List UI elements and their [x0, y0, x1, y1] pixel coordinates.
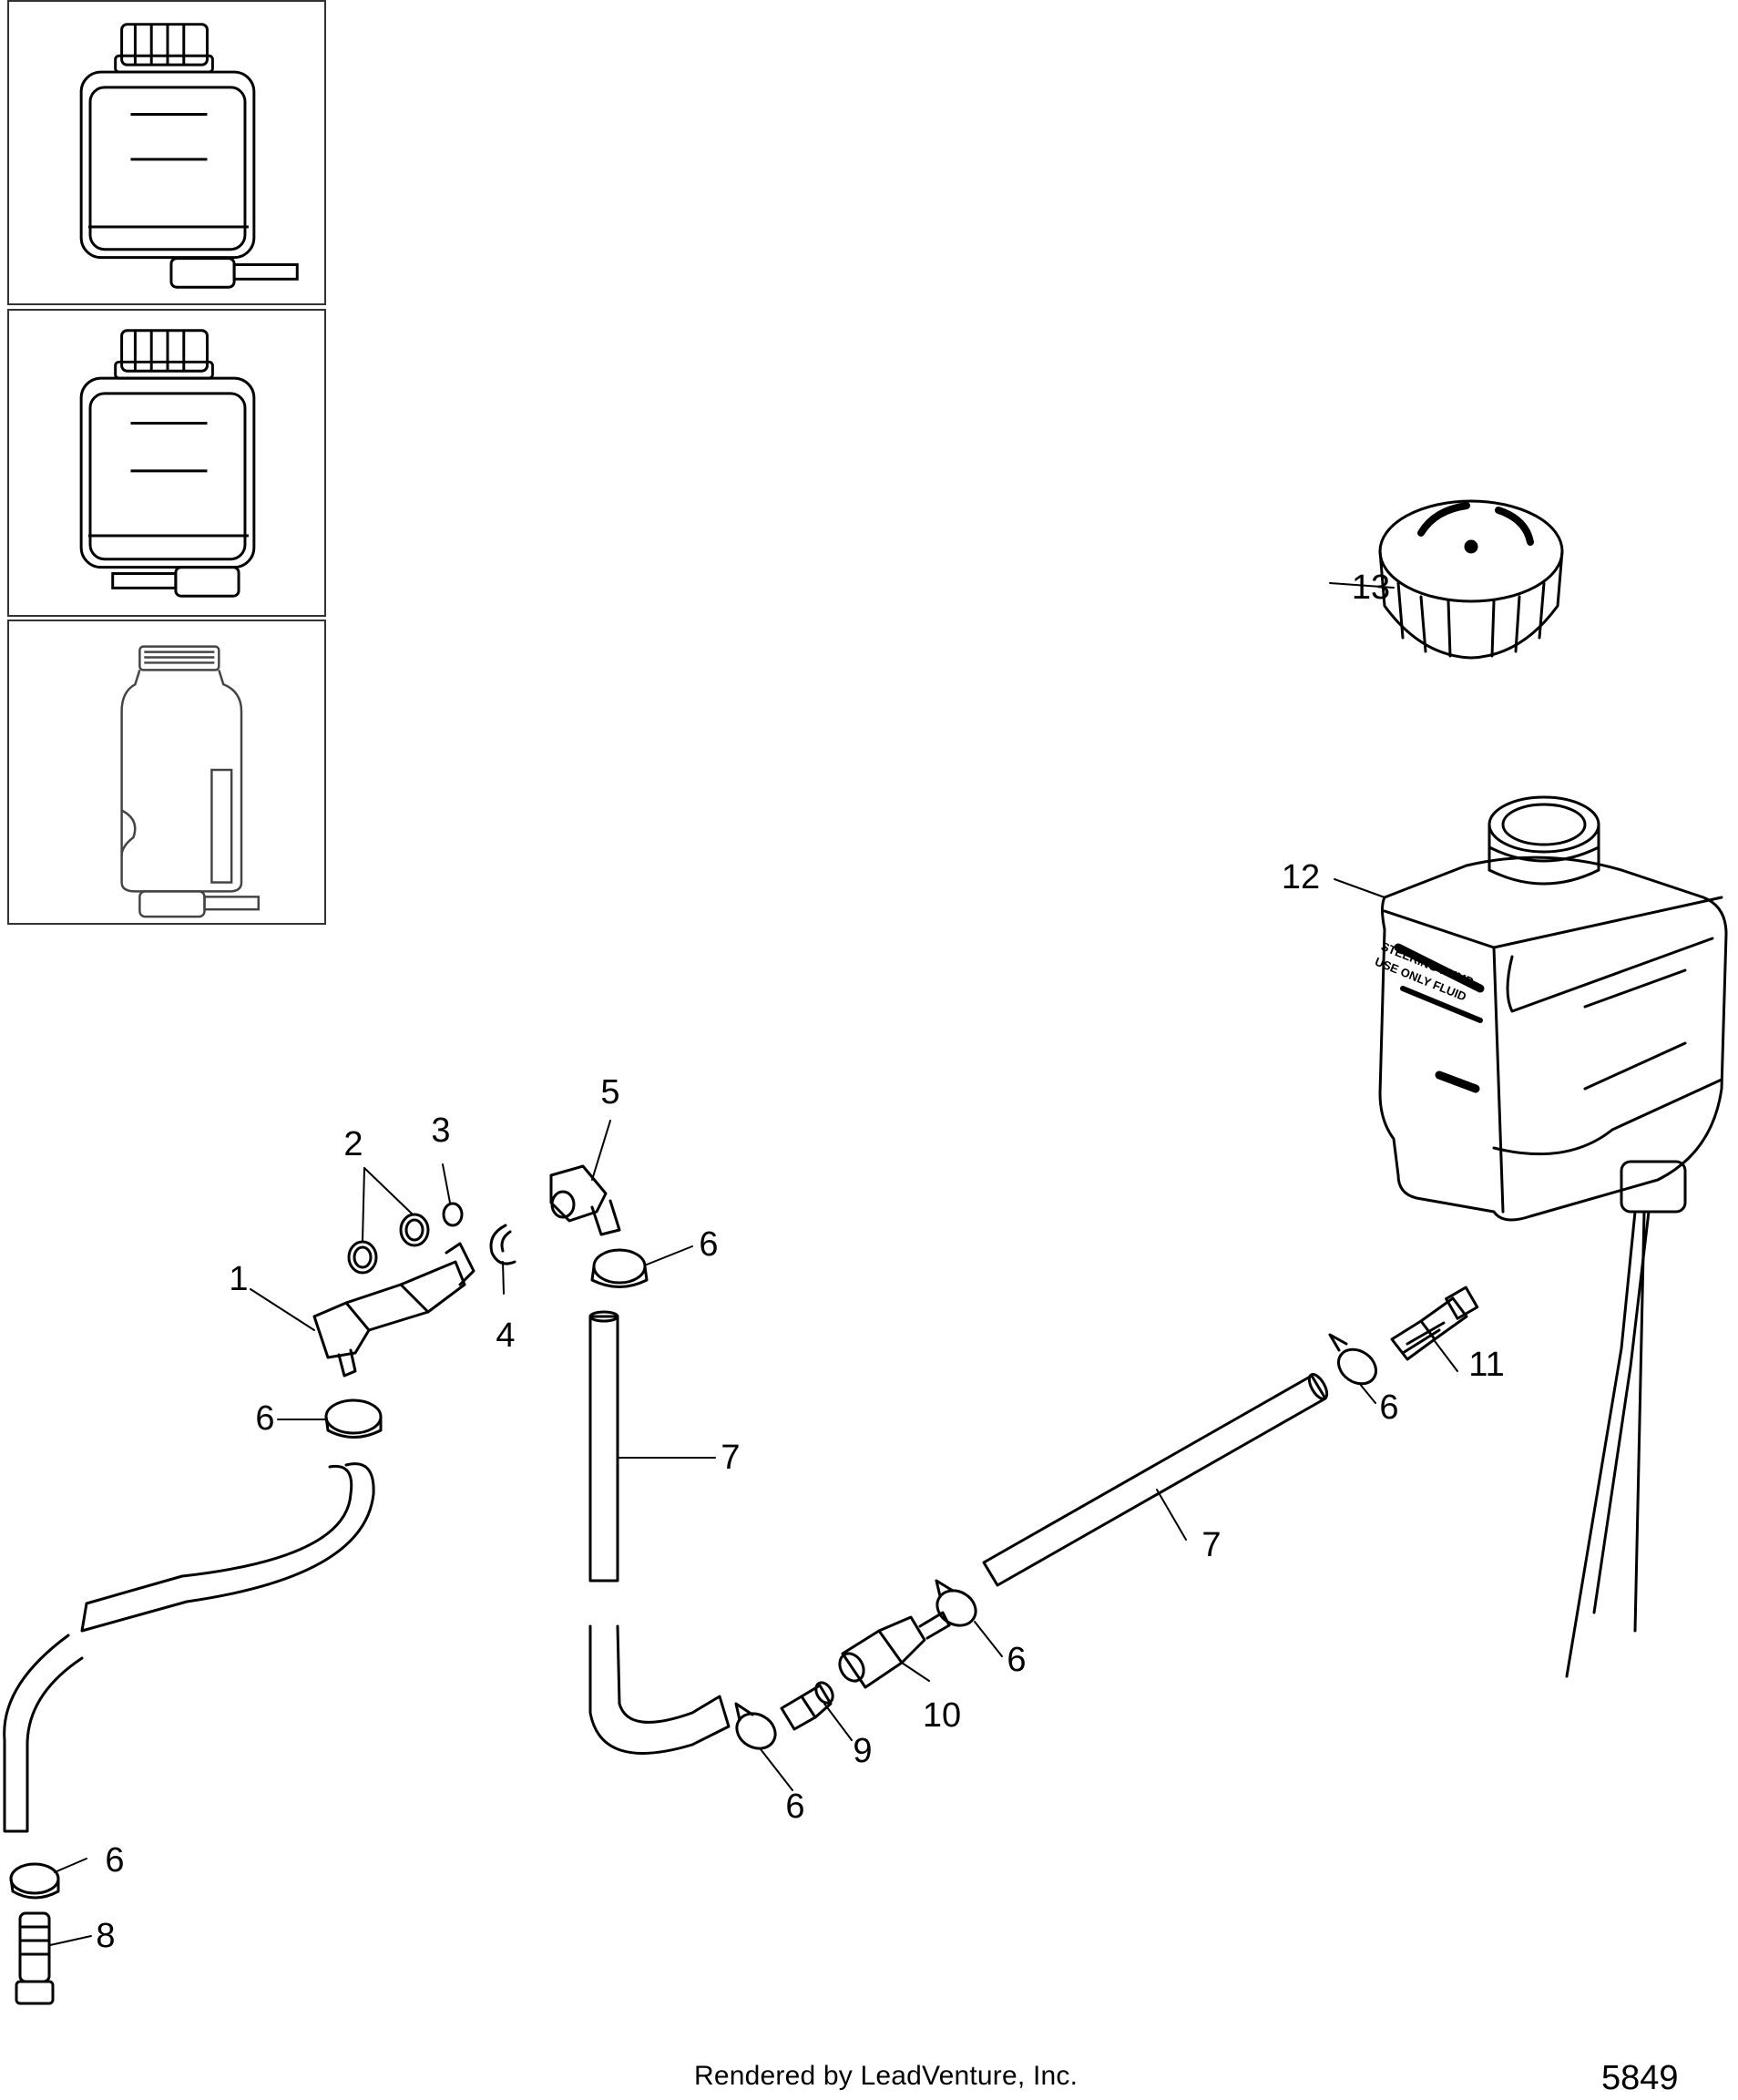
part-5-elbow-fitting [549, 1164, 621, 1236]
callout-part-6-bottom-left[interactable]: 6 [105, 1841, 125, 1880]
callout-part-6-left[interactable]: 6 [255, 1399, 275, 1438]
part-3-o-ring-small [442, 1202, 464, 1227]
part-6-clamp-right-top [1328, 1333, 1377, 1386]
figure-number: 5849 [1601, 2059, 1679, 2097]
reservoir-variant-1-drawing [79, 23, 299, 289]
part-7-hose-vertical [588, 1310, 731, 1755]
callout-part-6-right-top[interactable]: 6 [1379, 1388, 1399, 1427]
part-11-fitting [1390, 1286, 1479, 1361]
callout-part-1[interactable]: 1 [229, 1260, 249, 1298]
hose-left-long [3, 1462, 375, 1833]
part-6-clamp-bottom-right [935, 1579, 977, 1627]
callout-part-6-bottom-center[interactable]: 6 [785, 1788, 805, 1826]
callout-part-6-bottom-right[interactable]: 6 [1007, 1641, 1027, 1679]
leader-lines [49, 582, 1458, 1946]
reservoir-variant-2-drawing [79, 329, 256, 598]
part-1-valve [312, 1242, 475, 1378]
part-6-clamp-bottom-left [9, 1862, 60, 1900]
callout-part-4[interactable]: 4 [496, 1316, 516, 1355]
part-6-clamp-center-top [590, 1248, 649, 1288]
reservoir-variant-3-drawing [120, 645, 261, 918]
callout-part-6-center-top[interactable]: 6 [699, 1225, 719, 1264]
callout-part-13[interactable]: 13 [1351, 569, 1391, 607]
thumbnail-reservoir-variant-2[interactable] [7, 309, 326, 617]
render-credit: Rendered by LeadVenture, Inc. [694, 2061, 1079, 2091]
callout-part-5[interactable]: 5 [600, 1073, 620, 1111]
callout-part-3[interactable]: 3 [431, 1111, 451, 1150]
callout-part-12[interactable]: 12 [1281, 858, 1321, 896]
part-2-o-rings [347, 1213, 430, 1275]
part-10-quick-connect [838, 1611, 951, 1689]
callout-part-10[interactable]: 10 [922, 1696, 962, 1735]
part-6-clamp-bottom-center [734, 1702, 777, 1750]
callout-part-7-vertical[interactable]: 7 [721, 1439, 741, 1477]
callout-part-2[interactable]: 2 [343, 1125, 363, 1163]
thumbnail-reservoir-variant-3[interactable] [7, 620, 326, 925]
callout-part-9[interactable]: 9 [853, 1732, 873, 1770]
part-8-fitting [15, 1911, 55, 2005]
callout-part-8[interactable]: 8 [96, 1917, 116, 1955]
part-4-retaining-clip [489, 1224, 516, 1265]
part-7-hose-diagonal [982, 1373, 1329, 1587]
part-12-reservoir [1378, 795, 1728, 1678]
thumbnail-reservoir-variant-1[interactable] [7, 0, 326, 305]
callout-part-7-diagonal[interactable]: 7 [1201, 1526, 1222, 1564]
part-13-reservoir-cap [1378, 499, 1564, 660]
part-9-fitting [780, 1681, 834, 1731]
part-6-clamp-left [324, 1398, 383, 1439]
callout-part-11[interactable]: 11 [1468, 1346, 1505, 1384]
